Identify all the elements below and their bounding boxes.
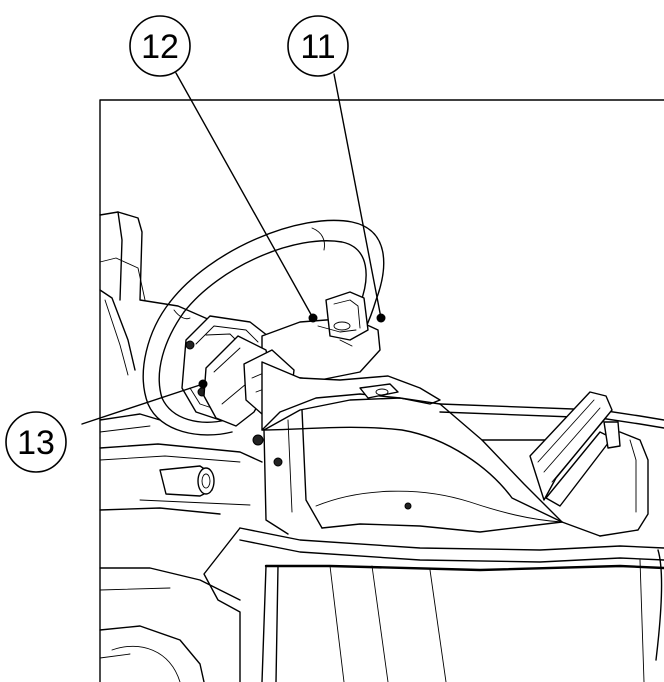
drawing-frame: [99, 99, 664, 682]
side-tray: [529, 391, 621, 507]
column-upper-housing: [261, 291, 381, 381]
callout-13: 13: [5, 411, 67, 473]
control-knob: [159, 465, 215, 497]
column-shroud: [261, 361, 563, 535]
callout-11: 11: [287, 15, 349, 77]
leader-line-11: [333, 73, 382, 319]
lower-fascia: [203, 527, 664, 682]
callout-13-label: 13: [17, 424, 55, 462]
leader-dot-13: [198, 379, 208, 389]
leader-lines: [81, 72, 386, 425]
floor-area: [99, 499, 251, 682]
callout-11-label: 11: [300, 28, 335, 66]
leader-line-13: [81, 383, 204, 425]
leader-dot-12: [308, 313, 318, 323]
left-background-structure: [99, 211, 263, 463]
callout-12: 12: [129, 15, 191, 77]
leader-dot-11: [376, 313, 386, 323]
callout-12-label: 12: [141, 28, 179, 66]
leader-line-12: [175, 72, 314, 319]
